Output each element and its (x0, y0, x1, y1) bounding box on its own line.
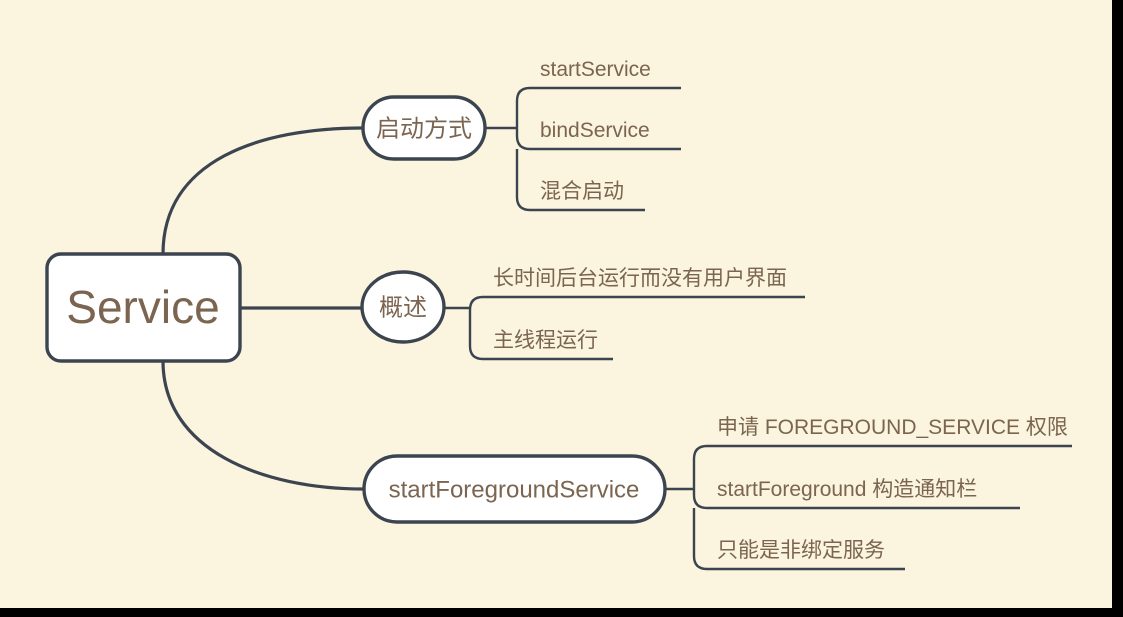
leaf-label-bind-service: bindService (540, 119, 650, 142)
leaf-spine-startup-mode (515, 86, 681, 212)
node-start-foreground-service-label: startForegroundService (389, 476, 640, 503)
leaf-label-long-running-background: 长时间后台运行而没有用户界面 (493, 267, 787, 290)
leaf-spine-start-foreground-service (692, 444, 1072, 571)
node-root-shape[interactable] (45, 252, 242, 363)
leaf-label-start-service: startService (540, 58, 651, 81)
branch-startup-mode[interactable]: 启动方式 startService bindService 混合启动 (361, 58, 681, 212)
leaf-label-start-foreground-notification: startForeground 构造通知栏 (717, 478, 977, 501)
branch-start-foreground-service[interactable]: startForegroundService 申请 FOREGROUND_SER… (362, 416, 1072, 571)
node-startup-mode-shape[interactable] (361, 95, 487, 161)
leaf-label-hybrid-start: 混合启动 (540, 180, 624, 203)
root-connectors (161, 126, 366, 491)
leaf-label-main-thread: 主线程运行 (493, 329, 598, 352)
canvas-right-border (1112, 0, 1123, 617)
leaf-label-foreground-service-permission: 申请 FOREGROUND_SERVICE 权限 (717, 416, 1068, 439)
connector-root-to-startup-mode (161, 126, 365, 256)
branch-overview[interactable]: 概述 长时间后台运行而没有用户界面 主线程运行 (360, 267, 805, 361)
node-overview-shape[interactable] (360, 270, 446, 344)
leaf-label-non-bound-service-only: 只能是非绑定服务 (717, 539, 885, 562)
canvas-bottom-border (0, 608, 1123, 617)
node-overview-label: 概述 (379, 294, 427, 321)
node-root[interactable]: Service (45, 252, 242, 363)
node-root-label: Service (66, 281, 219, 333)
node-start-foreground-service-shape[interactable] (362, 454, 667, 524)
connector-root-to-start-foreground-service (161, 359, 366, 491)
leaf-spine-overview (468, 295, 805, 361)
node-startup-mode-label: 启动方式 (376, 115, 472, 142)
